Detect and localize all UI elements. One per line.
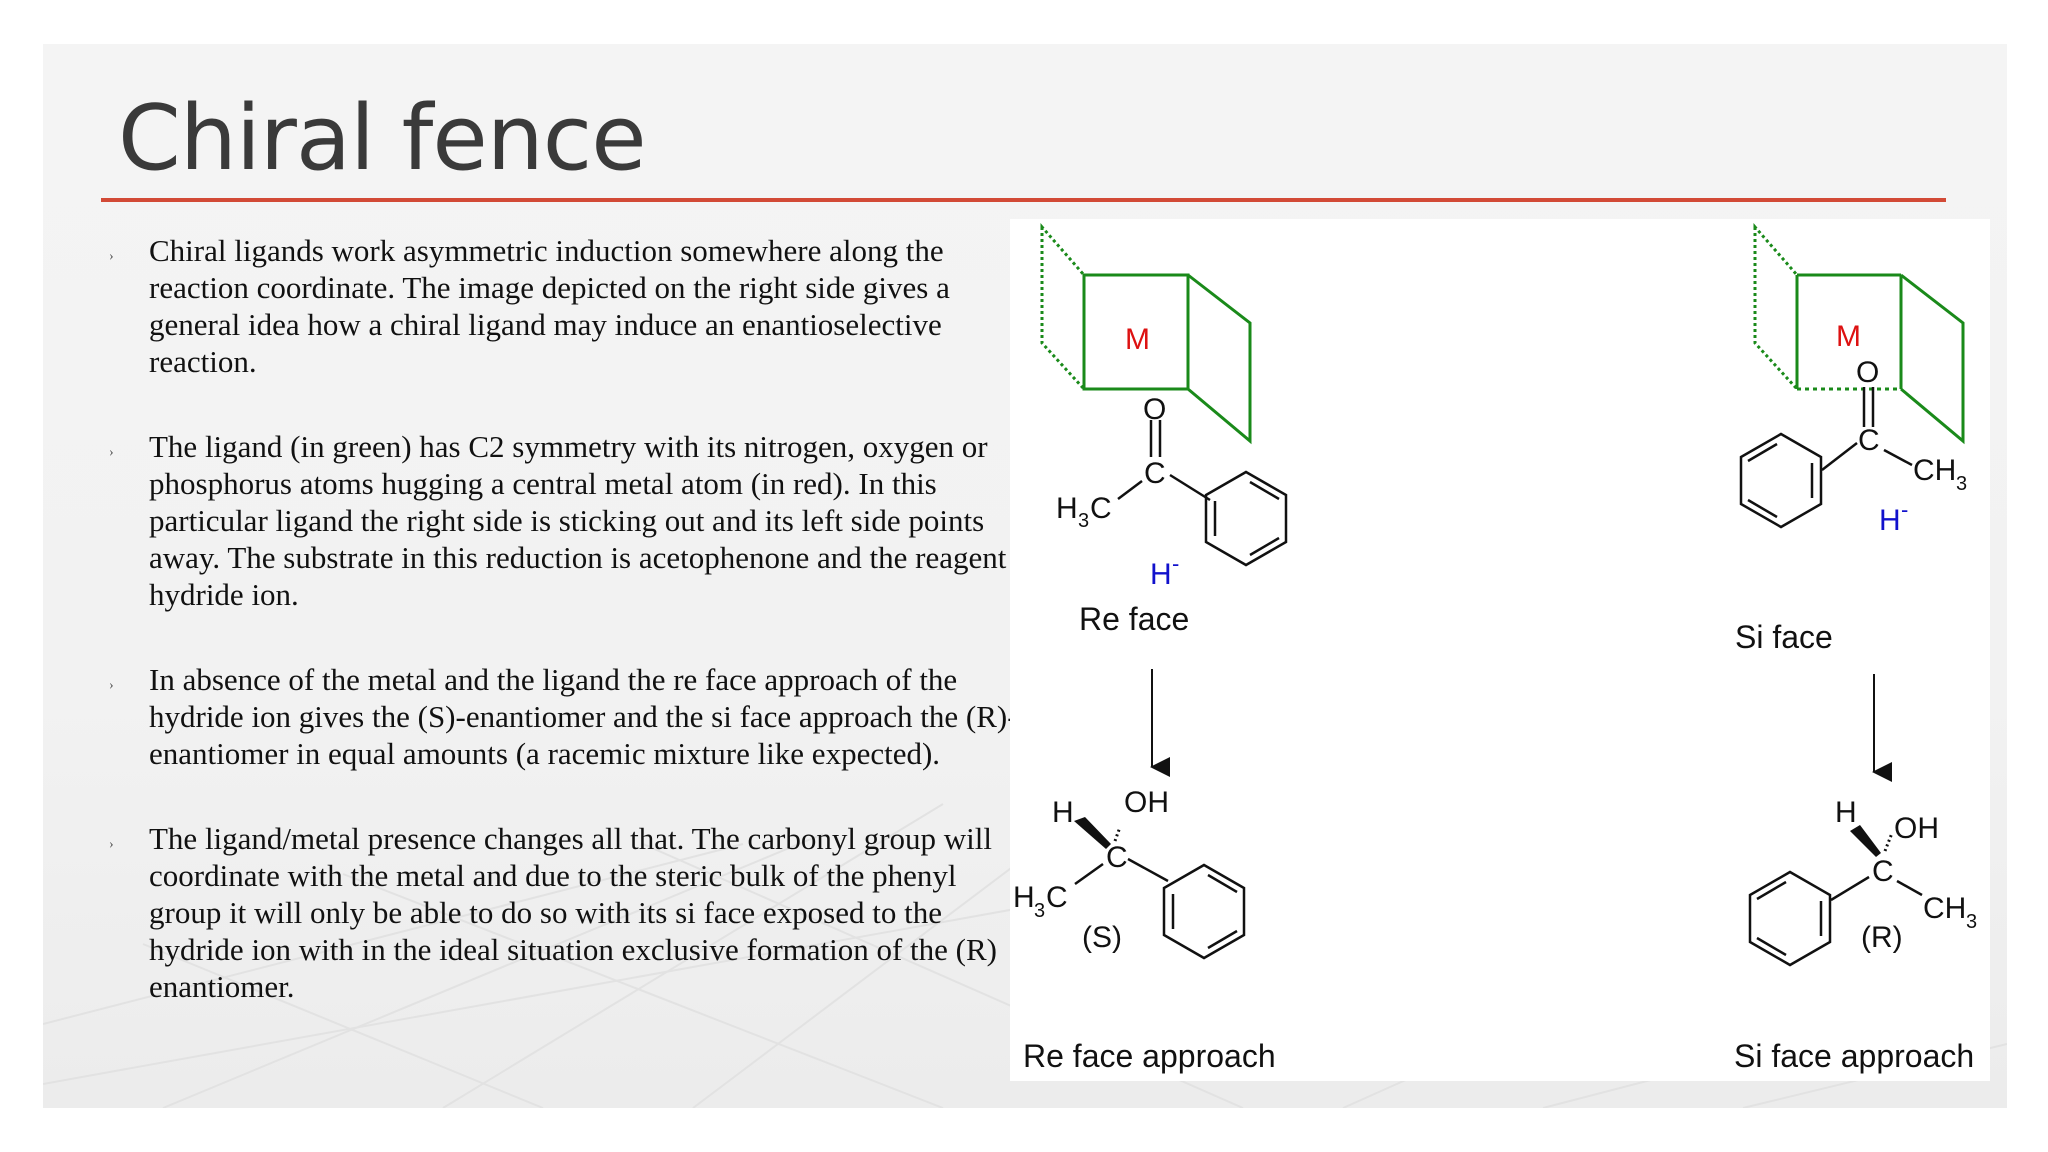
re-product [1074, 817, 1246, 960]
re-product-methyl-sub: 3 [1034, 900, 1045, 922]
si-product-c: C [1872, 855, 1894, 888]
bullet-text: Chiral ligands work asymmetric induction… [149, 233, 950, 379]
re-product-methyl: H 3 C [1013, 881, 1068, 922]
si-product-methyl-sub: 3 [1966, 911, 1977, 933]
re-methyl-c: C [1090, 492, 1112, 525]
bullet-marker: › [109, 445, 114, 460]
re-oxygen-label: O [1143, 393, 1166, 426]
bullet-marker: › [109, 837, 114, 852]
bullet-item: › Chiral ligands work asymmetric inducti… [73, 232, 1033, 380]
re-methyl-sub: 3 [1078, 510, 1089, 532]
re-approach-label: Re face approach [1023, 1038, 1276, 1074]
si-metal-label: M [1836, 320, 1861, 353]
bullet-item: › The ligand/metal presence changes all … [73, 820, 1033, 1005]
slide-title: Chiral fence [118, 86, 647, 191]
bullet-list: › Chiral ligands work asymmetric inducti… [73, 232, 1033, 1053]
reaction-diagram: M O C H 3 C H - Re face [1013, 223, 1977, 1074]
reaction-figure: M O C H 3 C H - Re face [1010, 219, 1990, 1081]
re-product-methyl-h: H [1013, 881, 1035, 914]
bullet-item: › In absence of the metal and the ligand… [73, 661, 1033, 772]
re-substrate [1117, 420, 1288, 567]
bullet-item: › The ligand (in green) has C2 symmetry … [73, 428, 1033, 613]
re-product-config: (S) [1082, 921, 1122, 954]
si-face-label: Si face [1735, 619, 1833, 655]
si-methyl-sub: 3 [1956, 473, 1967, 495]
si-product-config: (R) [1861, 921, 1903, 954]
si-approach-label: Si face approach [1734, 1038, 1974, 1074]
si-substrate [1739, 387, 1913, 529]
si-product [1748, 825, 1923, 967]
re-hydride: H - [1150, 551, 1179, 591]
re-product-h: H [1052, 796, 1074, 829]
si-methyl-label: CH 3 [1913, 454, 1967, 495]
bullet-marker: › [109, 678, 114, 693]
re-face-label: Re face [1079, 601, 1189, 637]
si-hydride: H - [1879, 497, 1908, 537]
re-carbon-label: C [1144, 457, 1166, 490]
si-carbon-label: C [1858, 424, 1880, 457]
bullet-text: In absence of the metal and the ligand t… [149, 662, 1018, 771]
si-product-methyl-ch: CH [1923, 892, 1966, 925]
bullet-marker: › [109, 249, 114, 264]
si-face-ligand [1753, 223, 1965, 445]
si-oxygen-label: O [1856, 356, 1879, 389]
si-product-h: H [1835, 796, 1857, 829]
si-hydride-h: H [1879, 504, 1901, 537]
si-product-oh: OH [1894, 812, 1939, 845]
re-product-c: C [1106, 841, 1128, 874]
re-hydride-h: H [1150, 558, 1172, 591]
title-divider [101, 198, 1946, 202]
bullet-text: The ligand (in green) has C2 symmetry wi… [149, 429, 1028, 612]
bullet-text: The ligand/metal presence changes all th… [149, 821, 998, 1004]
re-face-ligand [1040, 223, 1252, 445]
re-metal-label: M [1125, 323, 1150, 356]
si-hydride-charge: - [1901, 497, 1908, 522]
re-product-oh: OH [1124, 786, 1169, 819]
si-methyl-ch: CH [1913, 454, 1956, 487]
si-product-methyl: CH 3 [1923, 892, 1977, 933]
re-hydride-charge: - [1172, 551, 1179, 576]
re-methyl-h: H [1056, 492, 1078, 525]
re-product-methyl-c: C [1046, 881, 1068, 914]
re-methyl-label: H 3 C [1056, 492, 1112, 532]
